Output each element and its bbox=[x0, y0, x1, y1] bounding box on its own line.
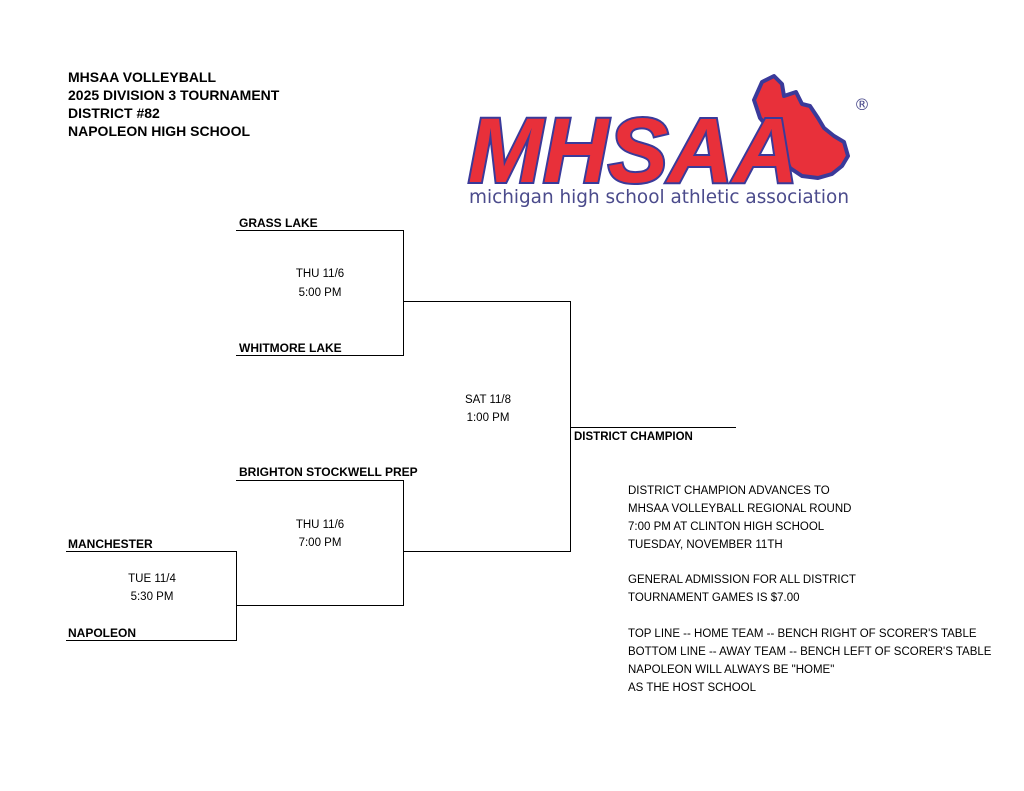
game1-time: 5:00 PM bbox=[298, 287, 342, 299]
final-time: 1:00 PM bbox=[466, 412, 510, 424]
bracket-line-game2-winner bbox=[403, 551, 571, 552]
home-away-note: TOP LINE -- HOME TEAM -- BENCH RIGHT OF … bbox=[628, 625, 991, 697]
bracket-line-whitmore-lake bbox=[236, 355, 404, 356]
home-away-note-line: TOP LINE -- HOME TEAM -- BENCH RIGHT OF … bbox=[628, 628, 977, 640]
bracket-connector-final bbox=[570, 301, 571, 552]
team-napoleon: NAPOLEON bbox=[68, 626, 137, 640]
team-grass-lake: GRASS LAKE bbox=[239, 216, 318, 230]
bracket-line-manchester bbox=[66, 551, 237, 552]
bracket-line-brighton bbox=[236, 480, 404, 481]
registered-mark: ® bbox=[854, 95, 870, 114]
bracket-connector-game3 bbox=[236, 551, 237, 640]
admission-note-line: TOURNAMENT GAMES IS $7.00 bbox=[628, 592, 800, 604]
header-line-1: MHSAA VOLLEYBALL bbox=[68, 69, 217, 85]
michigan-shape-icon bbox=[752, 74, 850, 180]
team-brighton-stockwell-prep: BRIGHTON STOCKWELL PREP bbox=[239, 465, 418, 479]
bracket-connector-game2 bbox=[403, 480, 404, 606]
team-whitmore-lake: WHITMORE LAKE bbox=[239, 341, 342, 355]
logo-text: MHSAA bbox=[468, 100, 798, 202]
game3-day: TUE 11/4 bbox=[128, 573, 176, 585]
admission-note-line: GENERAL ADMISSION FOR ALL DISTRICT bbox=[628, 574, 856, 586]
advance-note-line: DISTRICT CHAMPION ADVANCES TO bbox=[628, 485, 830, 497]
advance-note-line: 7:00 PM AT CLINTON HIGH SCHOOL bbox=[628, 521, 825, 533]
bracket-line-game1-winner bbox=[403, 301, 571, 302]
bracket-line-game3-winner bbox=[236, 605, 404, 606]
mhsaa-logo: MHSAA ® michigan high school athletic as… bbox=[466, 74, 870, 208]
advance-note-line: TUESDAY, NOVEMBER 11TH bbox=[628, 539, 783, 551]
game2-time: 7:00 PM bbox=[298, 537, 342, 549]
advance-note-line: MHSAA VOLLEYBALL REGIONAL ROUND bbox=[628, 503, 852, 515]
logo-tagline: michigan high school athletic associatio… bbox=[469, 186, 849, 208]
bracket-line-napoleon bbox=[66, 640, 237, 641]
bracket-connector-game1 bbox=[403, 230, 404, 356]
header-line-4: NAPOLEON HIGH SCHOOL bbox=[68, 123, 251, 139]
final-day: SAT 11/8 bbox=[464, 394, 512, 406]
home-away-note-line: BOTTOM LINE -- AWAY TEAM -- BENCH LEFT O… bbox=[628, 646, 992, 658]
game2-day: THU 11/6 bbox=[295, 519, 345, 531]
header-line-2: 2025 DIVISION 3 TOURNAMENT bbox=[68, 87, 280, 103]
header-line-3: DISTRICT #82 bbox=[68, 105, 160, 121]
district-champion-label: DISTRICT CHAMPION bbox=[574, 431, 693, 443]
bracket-line-grass-lake bbox=[236, 230, 404, 231]
bracket-line-champion bbox=[570, 427, 736, 428]
home-away-note-line: NAPOLEON WILL ALWAYS BE "HOME" bbox=[628, 664, 835, 676]
game1-day: THU 11/6 bbox=[295, 268, 345, 280]
team-manchester: MANCHESTER bbox=[68, 537, 153, 551]
admission-note: GENERAL ADMISSION FOR ALL DISTRICT TOURN… bbox=[628, 571, 856, 607]
game3-time: 5:30 PM bbox=[130, 591, 174, 603]
home-away-note-line: AS THE HOST SCHOOL bbox=[628, 682, 757, 694]
advance-note: DISTRICT CHAMPION ADVANCES TO MHSAA VOLL… bbox=[628, 482, 851, 554]
tournament-header: MHSAA VOLLEYBALL 2025 DIVISION 3 TOURNAM… bbox=[68, 68, 279, 140]
